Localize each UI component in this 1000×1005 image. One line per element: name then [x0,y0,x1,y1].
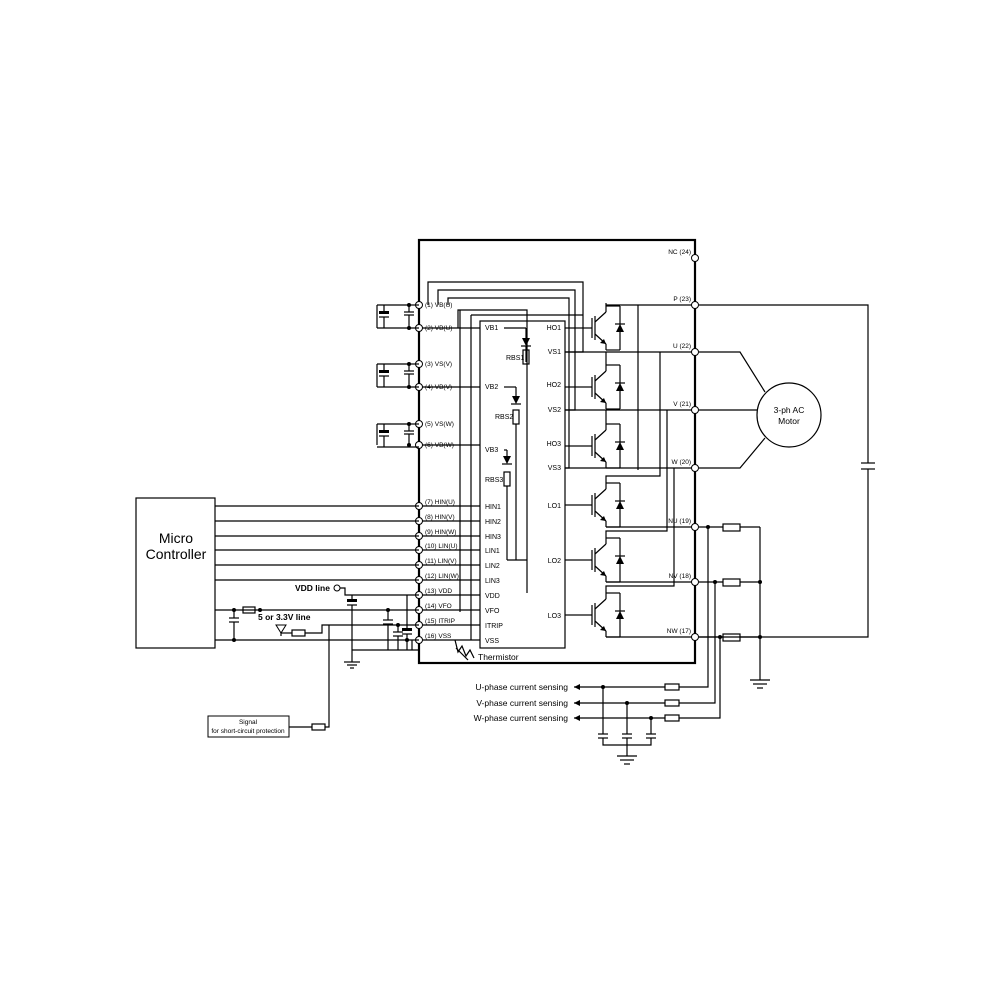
right-pin-markers [691,254,699,641]
logic-supply-label: 5 or 3.3V line [258,612,311,622]
pin-label-12: (12) LIN(W) [425,573,459,580]
ic-label-vs2: VS2 [548,407,561,414]
ic-label-lo1: LO1 [548,503,561,510]
ic-label-lin3: LIN3 [485,578,500,585]
ic-label-lin2: LIN2 [485,563,500,570]
pin-label-13: (13) VDD [425,588,452,595]
pin-label-15: (15) ITRIP [425,618,455,625]
pin-label-20: W (20) [672,459,692,466]
pin-label-10: (10) LIN(U) [425,543,458,550]
pin-label-17: NW (17) [667,628,691,635]
ic-label-hin2: HIN2 [485,519,501,526]
motor-symbol [756,382,822,448]
ic-label-vss: VSS [485,638,499,645]
pin-label-22: U (22) [673,343,691,350]
ic-label-vdd: VDD [485,593,500,600]
igbt-high-v [565,364,626,410]
vdd-line-label: VDD line [295,583,330,593]
pin-label-19: NU (19) [668,518,691,525]
pin-label-4: (4) VB(V) [425,384,452,391]
pin-label-9: (9) HIN(W) [425,529,456,536]
ic-label-vb1: VB1 [485,325,498,332]
bootstrap-cap-w [376,422,420,448]
pin-label-21: V (21) [673,401,691,408]
thermistor-label: Thermistor [478,652,519,662]
micro-controller-label-line1: Micro [159,530,193,546]
ic-label-vfo: VFO [485,608,500,615]
pin-label-7: (7) HIN(U) [425,499,455,506]
pin-label-24: NC (24) [668,249,691,256]
shunt-resistors [699,523,770,689]
pin-label-11: (11) LIN(V) [425,558,457,565]
ic-label-lo3: LO3 [548,613,561,620]
current-sensing: U-phase current sensing V-phase current … [474,527,721,765]
ic-label-vs1: VS1 [548,349,561,356]
motor-label-line1: 3-ph AC [774,405,805,415]
signal-box-line1: Signal [239,719,258,726]
ic-label-lo2: LO2 [548,558,561,565]
micro-controller-label-line2: Controller [146,546,207,562]
pin-label-6: (6) VB(W) [425,442,454,449]
bootstrap-resistor-label-3: RBS3 [485,477,503,484]
pin-label-23: P (23) [673,296,691,303]
pin-label-16: (16) VSS [425,633,452,640]
pin-label-2: (2) VB(U) [425,325,452,332]
gate-driver-ic [479,320,566,649]
left-pin-labels: (1) VB(U) (2) VB(U) (3) VS(V) (4) VB(V) … [425,302,459,640]
power-module-outline [417,238,697,665]
bootstrap-cap-v [376,362,420,389]
bootstrap-resistor-label-1: RBS1 [506,355,524,362]
controller-signal-lines [215,505,419,641]
igbt-low-w [565,592,626,638]
ic-label-hin1: HIN1 [485,504,501,511]
pin-label-8: (8) HIN(V) [425,514,455,521]
motor-and-dc-link: 3-ph AC Motor [699,304,875,638]
motor-label-line2: Motor [778,416,800,426]
ic-label-itrip: ITRIP [485,623,503,630]
bootstrap-resistor-label-2: RBS2 [495,414,513,421]
ic-left-labels: VB1 VB2 VB3 HIN1 HIN2 HIN3 LIN1 LIN2 LIN… [485,325,524,645]
igbt-high-w [565,423,626,469]
pin-label-18: NV (18) [669,573,691,580]
ic-right-labels: HO1 VS1 HO2 VS2 HO3 VS3 LO1 LO2 LO3 [547,325,562,620]
igbt-low-v [565,537,626,583]
w-phase-sensing-label: W-phase current sensing [474,713,569,723]
bootstrap-diode-3 [502,449,527,561]
ic-label-vb3: VB3 [485,447,498,454]
bootstrap-diode-2 [504,386,521,560]
left-pin-wiring [419,327,480,641]
power-stage-wiring [565,304,695,638]
pin-label-3: (3) VS(V) [425,361,452,368]
thermistor: Thermistor [454,639,519,662]
pin-label-5: (5) VS(W) [425,421,454,428]
ic-label-hin3: HIN3 [485,534,501,541]
u-phase-sensing-label: U-phase current sensing [475,682,568,692]
pin-label-14: (14) VFO [425,603,452,610]
ic-label-lin1: LIN1 [485,548,500,555]
ic-label-ho1: HO1 [547,325,562,332]
igbt-high-u [565,303,626,351]
ic-label-ho3: HO3 [547,441,562,448]
micro-controller: Micro Controller [135,497,216,649]
signal-box-line2: for short-circuit protection [211,728,285,735]
right-pin-labels: NC (24) P (23) U (22) V (21) W (20) NU (… [667,249,691,635]
bootstrap-diode-1 [504,327,531,365]
v-phase-sensing-label: V-phase current sensing [476,698,568,708]
ic-label-vs3: VS3 [548,465,561,472]
bootstrap-cap-u [376,303,420,330]
ic-label-ho2: HO2 [547,382,562,389]
igbt-low-u [565,482,626,528]
ic-label-vb2: VB2 [485,384,498,391]
short-circuit-signal: Signal for short-circuit protection [207,625,330,738]
supply-network: VDD line 5 or 3.3V line [229,583,419,669]
pin-label-1: (1) VB(U) [425,302,452,309]
